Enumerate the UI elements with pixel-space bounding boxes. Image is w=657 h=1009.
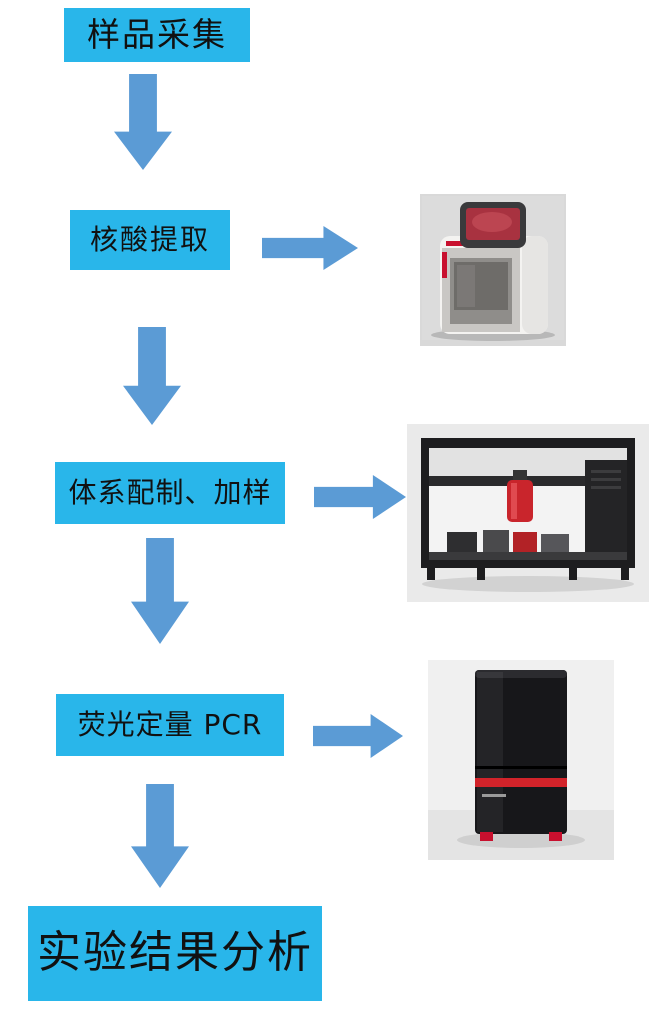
flow-arrow-down-4	[131, 784, 189, 888]
step-box-fluorescent-qpcr: 荧光定量 PCR	[56, 694, 284, 756]
liquid-handling-workstation-photo	[407, 424, 649, 602]
flow-arrow-right-2	[314, 475, 406, 519]
step-box-result-analysis: 实验结果分析	[28, 906, 322, 1001]
step-box-nucleic-acid-extraction: 核酸提取	[70, 210, 230, 270]
step-label-nucleic-acid-extraction: 核酸提取	[89, 222, 210, 256]
step-label-sample-collection: 样品采集	[87, 14, 227, 54]
step-label-result-analysis: 实验结果分析	[37, 927, 313, 979]
nucleic-acid-extractor-photo	[420, 194, 566, 346]
flow-arrow-down-2	[123, 327, 181, 425]
nucleic-acid-extractor-illustration	[420, 194, 566, 346]
realtime-qpcr-instrument-illustration	[428, 660, 614, 860]
step-box-sample-collection: 样品采集	[64, 8, 250, 62]
step-label-system-prep-and-loading: 体系配制、加样	[68, 475, 272, 509]
step-label-fluorescent-qpcr: 荧光定量 PCR	[77, 707, 263, 741]
flow-arrow-right-3	[313, 714, 403, 758]
flow-arrow-down-3	[131, 538, 189, 644]
flow-arrow-right-1	[262, 226, 358, 270]
liquid-handling-workstation-illustration	[407, 424, 649, 602]
flow-arrow-down-1	[114, 74, 172, 170]
realtime-qpcr-instrument-photo	[428, 660, 614, 860]
step-box-system-prep-and-loading: 体系配制、加样	[55, 462, 285, 524]
